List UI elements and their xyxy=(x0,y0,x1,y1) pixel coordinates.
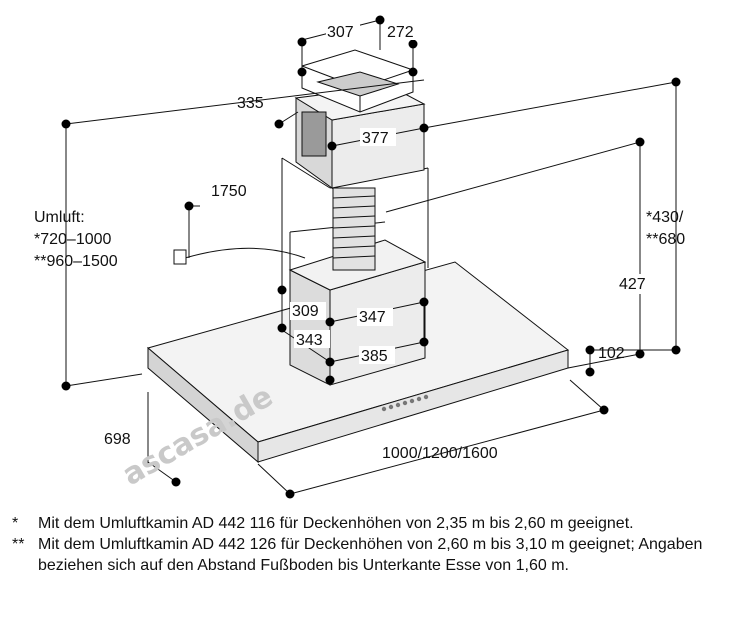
dim-309: 309 xyxy=(292,303,319,320)
footnote-mark: * xyxy=(12,515,19,532)
footnote-mark: ** xyxy=(12,536,25,553)
dim-102: 102 xyxy=(598,345,625,362)
dim-385: 385 xyxy=(361,348,388,365)
dim-427: 427 xyxy=(619,276,646,293)
dim-377: 377 xyxy=(362,130,389,147)
hood-canopy-side xyxy=(147,346,259,464)
umluft-label: Umluft: xyxy=(34,209,85,226)
power-cable xyxy=(184,247,306,259)
footnote-2: ** Mit dem Umluftkamin AD 442 126 für De… xyxy=(12,534,724,576)
hood-dimension-drawing: 307 272 335 377 1750 Umluft: *720–1000 *… xyxy=(34,15,685,499)
dimension-lines xyxy=(65,19,677,495)
mounting-bracket xyxy=(301,49,414,113)
dimension-dots xyxy=(61,15,681,499)
control-buttons xyxy=(381,394,429,412)
umluft-range-2: **960–1500 xyxy=(34,253,118,270)
footnote-1: * Mit dem Umluftkamin AD 442 116 für Dec… xyxy=(12,513,724,534)
footnote-text: Mit dem Umluftkamin AD 442 126 für Decke… xyxy=(38,536,703,574)
footnotes: * Mit dem Umluftkamin AD 442 116 für Dec… xyxy=(12,513,724,576)
dim-343: 343 xyxy=(296,332,323,349)
dim-430: *430/ xyxy=(646,209,684,226)
flexible-duct xyxy=(332,187,376,271)
dim-307: 307 xyxy=(327,24,354,41)
dim-680: **680 xyxy=(646,231,685,248)
dim-335: 335 xyxy=(237,95,264,112)
dim-1750: 1750 xyxy=(211,183,247,200)
footnote-text: Mit dem Umluftkamin AD 442 116 für Decke… xyxy=(38,515,634,532)
power-plug xyxy=(173,249,187,265)
dim-347: 347 xyxy=(359,309,386,326)
umluft-range-1: *720–1000 xyxy=(34,231,112,248)
dim-698: 698 xyxy=(104,431,131,448)
dim-272: 272 xyxy=(387,24,414,41)
dim-width: 1000/1200/1600 xyxy=(382,445,498,462)
